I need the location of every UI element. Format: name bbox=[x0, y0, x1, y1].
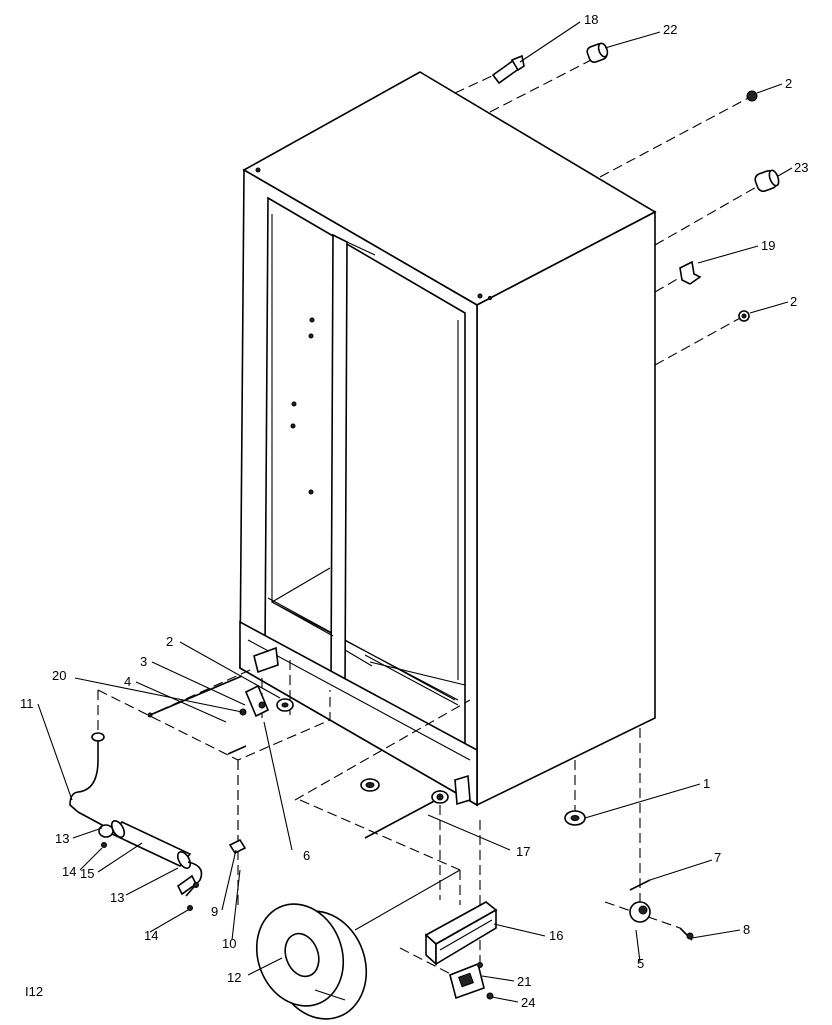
part-19-bracket bbox=[679, 260, 702, 285]
callout-22: 22 bbox=[663, 22, 677, 37]
part-2-nut-lower bbox=[276, 698, 294, 712]
part-11-15-water-filter-assembly bbox=[69, 732, 203, 911]
part-leveler-center bbox=[360, 778, 380, 792]
part-8-screw bbox=[679, 927, 694, 941]
callout-16: 16 bbox=[549, 928, 563, 943]
part-2-nut-mid bbox=[738, 310, 750, 322]
callout-24: 24 bbox=[521, 995, 535, 1010]
callout-2-top: 2 bbox=[785, 76, 792, 91]
callout-leaders bbox=[37, 21, 793, 1003]
callout-1: 1 bbox=[703, 776, 710, 791]
part-3-4-screws bbox=[147, 675, 247, 755]
callout-20: 20 bbox=[52, 668, 66, 683]
callout-23: 23 bbox=[794, 160, 808, 175]
callout-11: 11 bbox=[20, 696, 34, 711]
callout-21: 21 bbox=[517, 974, 531, 989]
part-21-hinge bbox=[449, 962, 485, 1000]
part-18-pin bbox=[491, 54, 525, 85]
figure-code: I12 bbox=[25, 984, 43, 999]
part-16-plate bbox=[424, 901, 498, 966]
callout-5: 5 bbox=[637, 956, 644, 971]
callout-14-lower: 14 bbox=[144, 928, 158, 943]
callout-13-upper: 13 bbox=[55, 831, 69, 846]
callout-8: 8 bbox=[743, 922, 750, 937]
callout-labels: 18 22 2 23 19 2 2 3 20 4 11 13 14 15 13 … bbox=[20, 12, 808, 1010]
part-5-roller bbox=[629, 901, 651, 923]
part-12-insulation-ring bbox=[255, 903, 368, 1020]
callout-14-upper: 14 bbox=[62, 864, 76, 879]
callout-15: 15 bbox=[80, 866, 94, 881]
callout-7: 7 bbox=[714, 850, 721, 865]
callout-4: 4 bbox=[124, 674, 131, 689]
callout-9: 9 bbox=[211, 904, 218, 919]
part-2-nut-top bbox=[746, 90, 758, 102]
callout-6: 6 bbox=[303, 848, 310, 863]
callout-3: 3 bbox=[140, 654, 147, 669]
callout-18: 18 bbox=[584, 12, 598, 27]
callout-2-mid: 2 bbox=[790, 294, 797, 309]
part-1-leveler bbox=[564, 810, 586, 826]
callout-10: 10 bbox=[222, 936, 236, 951]
callout-17: 17 bbox=[516, 844, 530, 859]
part-23-bushing bbox=[754, 169, 780, 192]
part-6-hinge-bracket bbox=[244, 646, 279, 718]
part-22-bushing bbox=[586, 42, 609, 63]
callout-19: 19 bbox=[761, 238, 775, 253]
callout-13-lower: 13 bbox=[110, 890, 124, 905]
part-17-rod bbox=[364, 774, 471, 839]
refrigerator-cabinet bbox=[239, 71, 657, 807]
callout-2-lower: 2 bbox=[166, 634, 173, 649]
callout-12: 12 bbox=[227, 970, 241, 985]
part-9-clip bbox=[228, 838, 247, 855]
part-24-screw bbox=[486, 992, 494, 1000]
part-7-pin bbox=[629, 879, 651, 891]
